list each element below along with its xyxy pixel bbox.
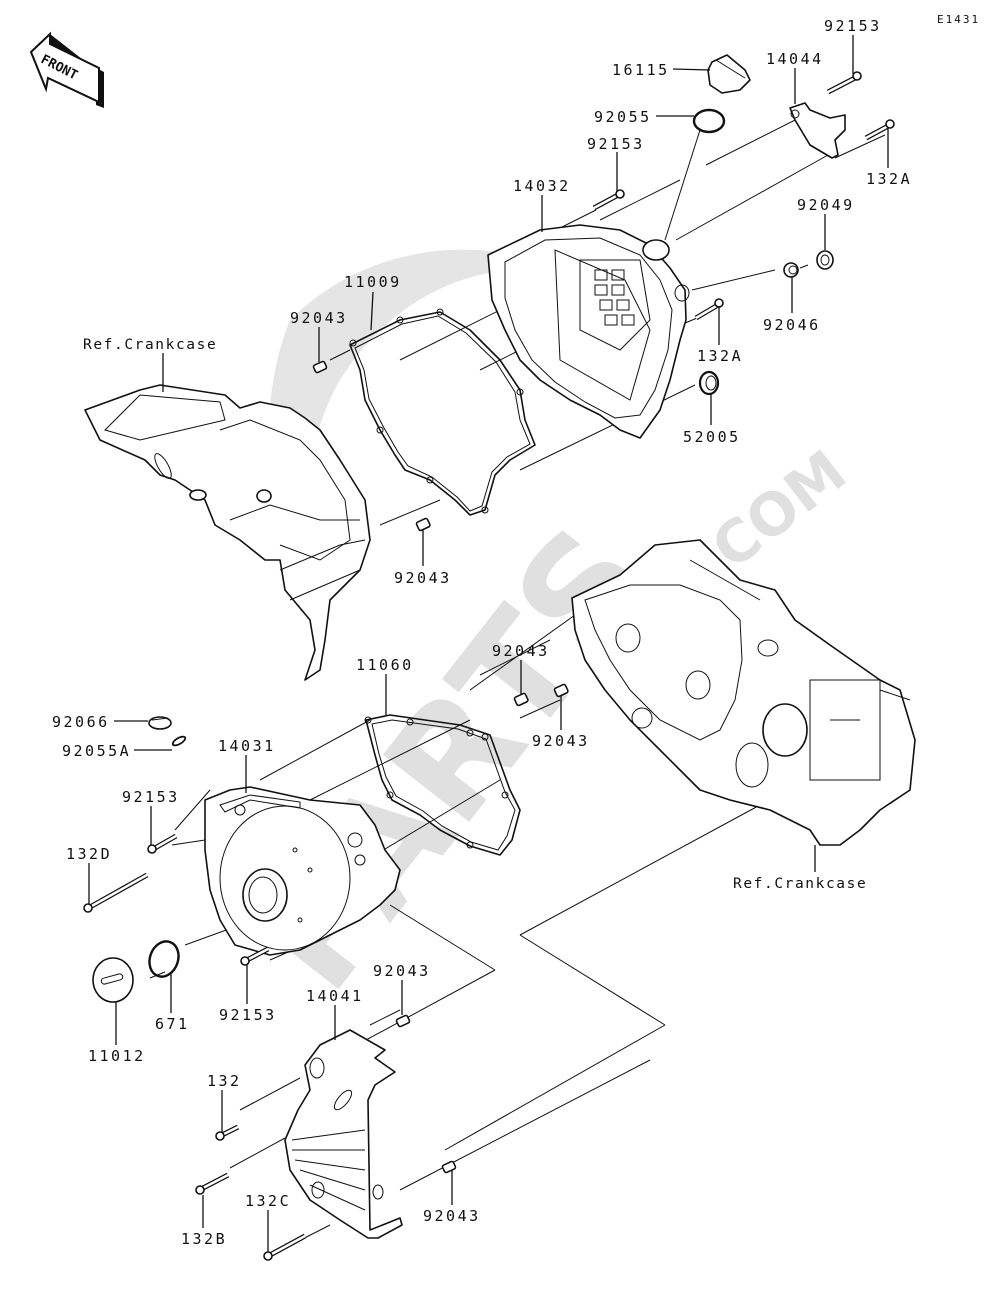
- bolt-92153-top-part: [826, 71, 862, 95]
- bolt-132B-part: [195, 1172, 230, 1195]
- label-11009: 11009: [344, 273, 402, 291]
- label-132C: 132C: [245, 1192, 291, 1210]
- crankcase-upper-part: [84, 384, 371, 681]
- generator-cover-14031-part: [204, 786, 401, 956]
- label-92043-upper: 92043: [290, 309, 348, 327]
- label-92153-lower: 92153: [219, 1006, 277, 1024]
- label-ref-crankcase-upper: Ref.Crankcase: [83, 337, 217, 353]
- bolt-132D-part: [83, 872, 149, 913]
- bolt-92153-lower-part: [240, 946, 270, 966]
- label-92043-center-b: 92043: [532, 732, 590, 750]
- label-14041: 14041: [306, 987, 364, 1005]
- dowel-92043-bottom-part: [441, 1160, 457, 1174]
- label-92043-center-a: 92043: [492, 642, 550, 660]
- label-132B: 132B: [181, 1230, 227, 1248]
- dowel-92043-center-b-part: [553, 683, 569, 698]
- label-92043-bottom: 92043: [423, 1207, 481, 1225]
- dowel-92043-upper-part: [312, 360, 328, 374]
- label-132D: 132D: [66, 845, 112, 863]
- o-ring-92055-part: [692, 108, 726, 134]
- label-132: 132: [207, 1072, 242, 1090]
- o-ring-92055A-part: [171, 735, 187, 747]
- plug-92066-part: [148, 716, 172, 730]
- label-92153-left: 92153: [122, 788, 180, 806]
- part-labels: 16115 92055 92153 14044 132A 92153 14032…: [52, 17, 912, 1248]
- label-14044: 14044: [766, 50, 824, 68]
- diagram-code: E1431: [937, 13, 980, 26]
- watermark-swoosh: [269, 249, 560, 610]
- dowel-92043-lower-part: [395, 1014, 411, 1028]
- label-11012: 11012: [88, 1047, 146, 1065]
- o-ring-671-part: [148, 940, 180, 978]
- label-92043-lower: 92043: [373, 962, 431, 980]
- bolt-132A-top-part: [864, 119, 895, 141]
- crankcase-lower-part: [571, 539, 916, 846]
- label-92049: 92049: [797, 196, 855, 214]
- clutch-cover-14032-part: [487, 224, 690, 439]
- label-92043-mid-left: 92043: [394, 569, 452, 587]
- label-92153-top-right: 92153: [824, 17, 882, 35]
- front-arrow-icon: FRONT: [29, 31, 104, 108]
- label-92055: 92055: [594, 108, 652, 126]
- gasket-11009-part: [349, 308, 536, 516]
- label-ref-crankcase-lower: Ref.Crankcase: [733, 876, 867, 892]
- cap-11012-part: [92, 957, 134, 1003]
- filler-cap-16115-part: [707, 54, 751, 94]
- label-92046: 92046: [763, 316, 821, 334]
- bracket-14044-part: [789, 102, 846, 159]
- bolt-92153-left-part: [147, 833, 178, 854]
- sprocket-cover-14041-part: [284, 1029, 403, 1239]
- label-16115: 16115: [612, 61, 670, 79]
- label-132A-mid: 132A: [697, 347, 743, 365]
- bolt-132-part: [215, 1124, 240, 1141]
- washer-92046-part: [783, 262, 799, 278]
- dowel-92043-mid-left-part: [415, 517, 431, 532]
- label-92066: 92066: [52, 713, 110, 731]
- label-14032: 14032: [513, 177, 571, 195]
- callout-leaders: [88, 35, 889, 1252]
- label-132A-top: 132A: [866, 170, 912, 188]
- gasket-11060-part: [364, 714, 521, 856]
- oil-seal-52005-part: [698, 370, 720, 396]
- label-671: 671: [155, 1015, 190, 1033]
- label-92055A: 92055A: [62, 742, 131, 760]
- label-14031: 14031: [218, 737, 276, 755]
- label-92153-upper: 92153: [587, 135, 645, 153]
- seal-92049-part: [816, 250, 834, 270]
- bolt-92153-upper-part: [592, 189, 625, 211]
- label-11060: 11060: [356, 656, 414, 674]
- bolt-132C-part: [263, 1233, 307, 1261]
- label-52005: 52005: [683, 428, 741, 446]
- dowel-92043-center-a-part: [513, 692, 529, 707]
